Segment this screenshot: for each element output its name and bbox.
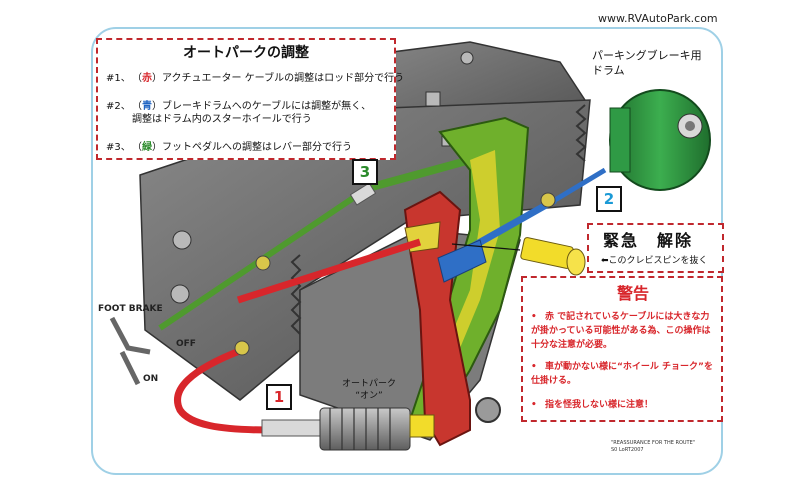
parking-drum [609,89,711,191]
warning-item-1: •赤 で記されているケーブルには大きな力が掛かっている可能性がある為、この操作は… [531,312,711,350]
grommet [255,255,271,271]
green-lever-highlight [445,150,500,360]
drum-label: パーキングブレーキ用 ドラム [592,49,702,77]
badge-2: 2 [596,186,622,212]
warning-title: 警告 [617,284,650,303]
green-rod [366,156,472,192]
foot-brake-label: FOOT BRAKE [98,304,163,314]
adjustment-item-2: #2、（青）ブレーキドラムへのケーブルには調整が無く、 [106,101,372,112]
adjustment-item-3: #3、（緑）フットペダルへの調整はレバー部分で行う [106,142,352,153]
off-label: OFF [176,339,196,349]
pivot-bolt [475,397,501,423]
red-cable [174,346,271,434]
adjustment-item-1: #1、（赤）アクチュエーター ケーブルの調整はロッド部分で行う [106,73,405,84]
foot-pedal [109,316,151,386]
on-label: ON [143,374,159,384]
blue-link [437,239,487,283]
warning-box: 警告 •赤 で記されているケーブルには大きな力が掛かっている可能性がある為、この… [521,276,723,422]
serrated-edge [290,254,302,335]
adjustment-box: オートパークの調整 #1、（赤）アクチュエーター ケーブルの調整はロッド部分で行… [96,38,404,160]
badge-1: 1 [266,384,292,410]
emergency-note: ⬅このクレビスピンを抜く [601,256,708,266]
red-rod [236,238,422,304]
credit: "REASSURANCE FOR THE ROUTE" S0 LoRT2007 [611,440,696,453]
actuator-spring [261,407,435,451]
emergency-release-box: 緊急 解除 ⬅このクレビスピンを抜く [587,223,724,273]
warning-item-3: •指を怪我しない様に注意！ [531,400,654,410]
serrated-edge-right [575,104,587,162]
autopark-on-label: オートパーク “オン” [342,379,397,401]
warning-item-2: •車が動かない様に“ホイール チョーク”を仕掛ける。 [531,362,713,386]
clevis-pin [520,237,586,276]
badge-3: 3 [352,159,378,185]
adjustment-item-2-cont: 調整はドラム内のスターホイールで行う [132,114,312,125]
adjustment-title: オートパークの調整 [183,45,309,61]
site-url: www.RVAutoPark.com [598,12,718,25]
emergency-title: 緊急 解除 [603,231,694,250]
